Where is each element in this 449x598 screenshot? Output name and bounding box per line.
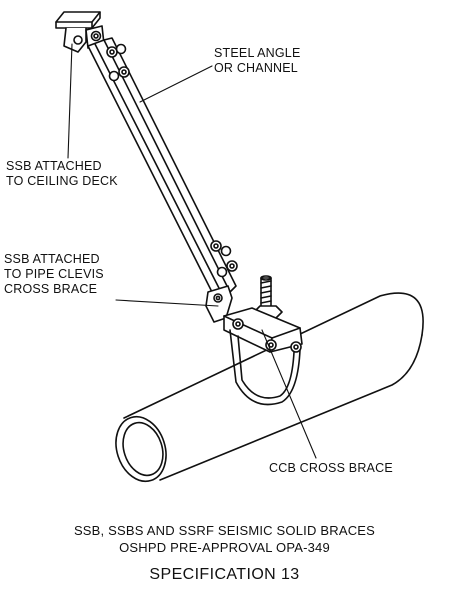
ceiling-bracket xyxy=(63,27,87,53)
cross-brace-bolt-icon xyxy=(290,341,302,353)
brace-bolt-icon xyxy=(115,43,127,55)
callout-ccb-cross-brace: CCB CROSS BRACE xyxy=(269,461,393,475)
cross-brace-bolt-icon xyxy=(232,318,244,330)
brace-bolt-icon xyxy=(220,245,232,257)
pipe-inner-wall xyxy=(122,421,164,477)
brace-bolt-icon xyxy=(106,46,118,58)
clevis-pin-icon xyxy=(213,293,223,303)
pipe-open-end xyxy=(115,415,167,483)
callout-line: STEEL ANGLE xyxy=(214,46,301,60)
cross-brace-bolt-icon xyxy=(265,339,277,351)
ceiling-plate xyxy=(55,11,101,23)
callout-steel-angle: STEEL ANGLE OR CHANNEL xyxy=(214,46,301,76)
leader-ceiling-deck xyxy=(67,43,73,159)
clevis-connection xyxy=(205,275,303,406)
callout-ceiling-deck: SSB ATTACHED TO CEILING DECK xyxy=(6,159,118,189)
clevis-strap xyxy=(229,329,301,406)
brace-bolt-icon xyxy=(108,70,120,82)
callout-pipe-clevis: SSB ATTACHED TO PIPE CLEVIS CROSS BRACE xyxy=(4,252,104,297)
leader-lines xyxy=(67,43,317,459)
ceiling-bolt-icon xyxy=(90,30,102,42)
brace-bolt-icon xyxy=(118,66,130,78)
leader-ccb xyxy=(261,329,317,459)
callout-line: SSB ATTACHED xyxy=(4,252,100,266)
caption-line-1: SSB, SSBS AND SSRF SEISMIC SOLID BRACES xyxy=(73,523,376,538)
pipe-bottom-edge xyxy=(159,334,423,481)
ccb-cross-brace xyxy=(223,307,303,353)
brace-bolt-icon xyxy=(216,266,228,278)
brace-bolt-icon xyxy=(226,260,238,272)
leader-steel-angle xyxy=(139,65,213,103)
callout-line: SSB ATTACHED xyxy=(6,159,102,173)
pipe-top-edge xyxy=(123,292,424,419)
callout-line: CROSS BRACE xyxy=(4,282,98,296)
pipe xyxy=(115,292,424,483)
caption-line-2: OSHPD PRE-APPROVAL OPA-349 xyxy=(119,540,330,555)
callout-line: TO CEILING DECK xyxy=(6,174,118,188)
callout-line: OR CHANNEL xyxy=(214,61,298,75)
brace-bolt-icon xyxy=(210,240,222,252)
callout-line: TO PIPE CLEVIS xyxy=(4,267,104,281)
leader-pipe-clevis xyxy=(115,299,219,307)
specification-title: SPECIFICATION 13 xyxy=(149,566,300,583)
